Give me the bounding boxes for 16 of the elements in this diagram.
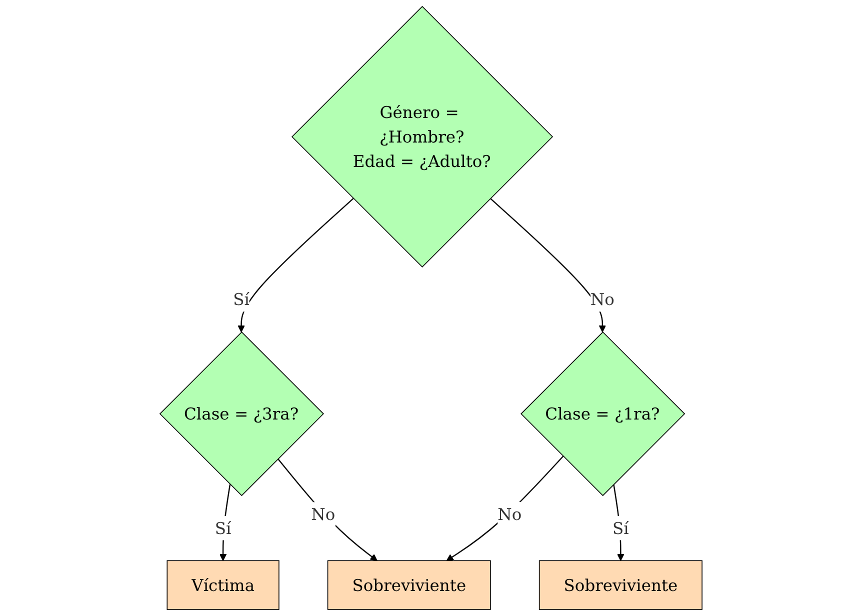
edge-label: No <box>311 504 336 524</box>
edge-label: No <box>590 290 614 310</box>
arrow <box>278 458 378 561</box>
arrow <box>490 198 606 332</box>
edge-label: Sí <box>233 290 250 310</box>
arrow <box>446 456 564 561</box>
edge-label: Sí <box>612 518 629 538</box>
arrow <box>238 198 354 332</box>
node-diamond: Clase = ¿1ra? <box>520 331 686 496</box>
edge-label: No <box>498 504 522 524</box>
node-diamond: Género = ¿Hombre? Edad = ¿Adulto? <box>291 6 554 268</box>
node-box: Víctima <box>166 560 280 610</box>
edge-label: Sí <box>214 518 232 538</box>
node-box: Sobreviviente <box>327 560 491 610</box>
node-diamond: Clase = ¿3ra? <box>159 331 324 496</box>
node-box: Sobreviviente <box>538 560 702 610</box>
